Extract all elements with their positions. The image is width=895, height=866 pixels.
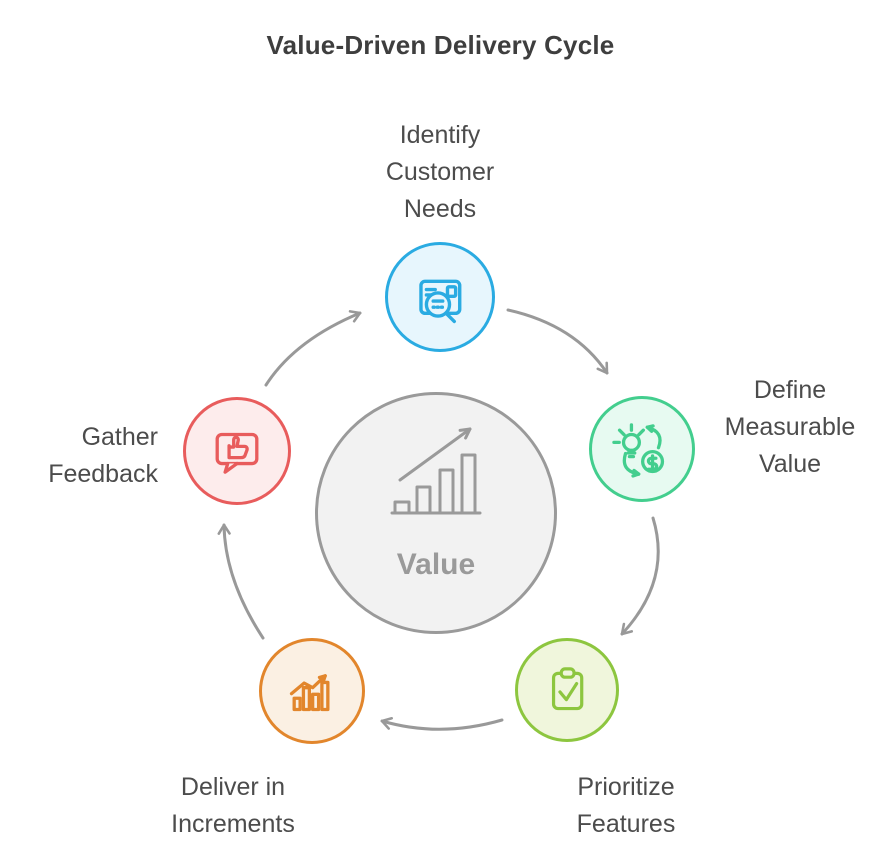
node-identify-customer-needs — [385, 242, 495, 352]
label-gather-feedback: Gather Feedback — [48, 423, 158, 488]
node-prioritize-features — [515, 638, 619, 742]
arrow-deliver-to-gather — [217, 523, 265, 640]
thumbs-up-bubble-icon — [215, 432, 259, 474]
arrow-gather-to-identify — [264, 310, 362, 387]
arrow-prioritize-to-deliver — [380, 716, 504, 731]
idea-to-money-cycle-icon — [612, 423, 665, 478]
center-label: Value — [396, 548, 476, 581]
arrow-identify-to-define — [506, 308, 609, 375]
label-identify-customer-needs: Identify Customer Needs — [385, 121, 495, 223]
diagram-title: Value-Driven Delivery Cycle — [266, 30, 615, 60]
bar-chart-trend-icon — [289, 674, 330, 712]
node-define-measurable-value — [589, 396, 695, 502]
growth-bars-arrow-icon — [390, 427, 482, 515]
arrow-define-to-prioritize — [620, 516, 660, 636]
center-circle: Value — [315, 392, 557, 634]
label-deliver-in-increments: Deliver in Increments — [171, 773, 295, 838]
label-prioritize-features: Prioritize Features — [576, 773, 676, 838]
search-document-icon — [419, 279, 462, 324]
label-define-measurable-value: Define Measurable Value — [724, 376, 856, 478]
clipboard-check-icon — [551, 667, 584, 711]
node-deliver-in-increments — [259, 638, 365, 744]
node-gather-feedback — [183, 397, 291, 505]
